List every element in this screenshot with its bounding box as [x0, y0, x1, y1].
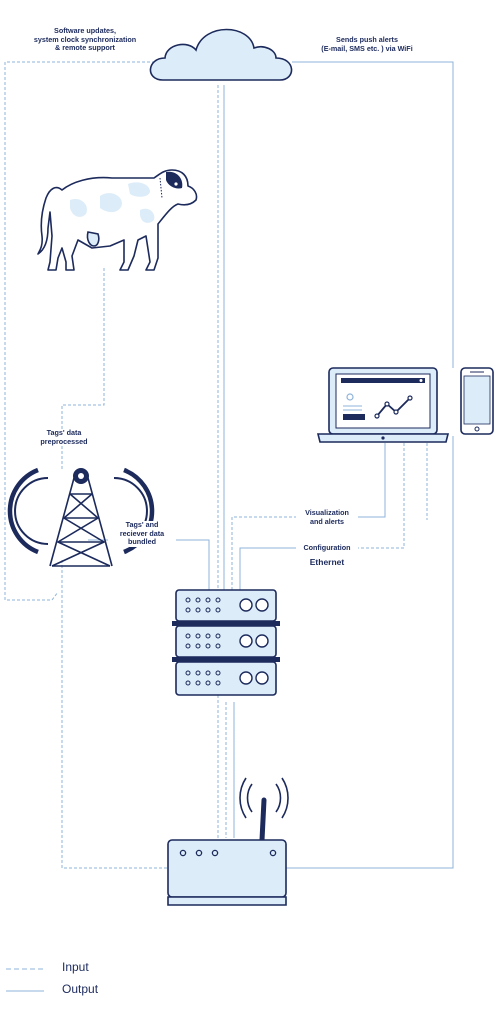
server-unit: [172, 589, 280, 626]
server-unit: [175, 661, 277, 696]
radio-tower-icon: [7, 467, 155, 567]
legend-input-label: Input: [62, 960, 89, 974]
input-line-tower-router: [61, 560, 168, 869]
smartphone-icon: [460, 367, 494, 435]
legend-output: Output: [4, 982, 204, 998]
legend-input: Input: [4, 960, 204, 976]
laptop-icon: [316, 367, 450, 443]
output-line-visualization: [356, 443, 386, 518]
label-cloud-left: Software updates, system clock synchroni…: [33, 26, 137, 52]
cloud-icon: [149, 28, 293, 81]
label-configuration: Configuration: [296, 543, 358, 553]
label-tags-bundled: Tags' and reciever data bundled: [108, 520, 176, 547]
server-rack-icon: [172, 589, 280, 696]
input-line-cloud-left: [4, 61, 155, 601]
output-line-phone-router: [286, 436, 454, 869]
connection-lines: [4, 61, 454, 869]
label-ethernet: Ethernet: [309, 557, 345, 567]
input-line-visualization: [231, 516, 298, 590]
label-tags-preprocessed: Tags' data preprocessed: [24, 428, 104, 446]
label-visualization: Visualization and alerts: [296, 508, 358, 526]
server-unit: [172, 625, 280, 662]
input-line-configuration: [356, 443, 405, 549]
cow-icon: [37, 169, 198, 271]
output-line-configuration: [239, 547, 298, 590]
output-line-cloud-phone: [292, 61, 454, 368]
label-cloud-right: Sends push alerts (E-mail, SMS etc. ) vi…: [321, 35, 413, 53]
legend-output-label: Output: [62, 982, 99, 996]
router-icon: [167, 777, 289, 906]
